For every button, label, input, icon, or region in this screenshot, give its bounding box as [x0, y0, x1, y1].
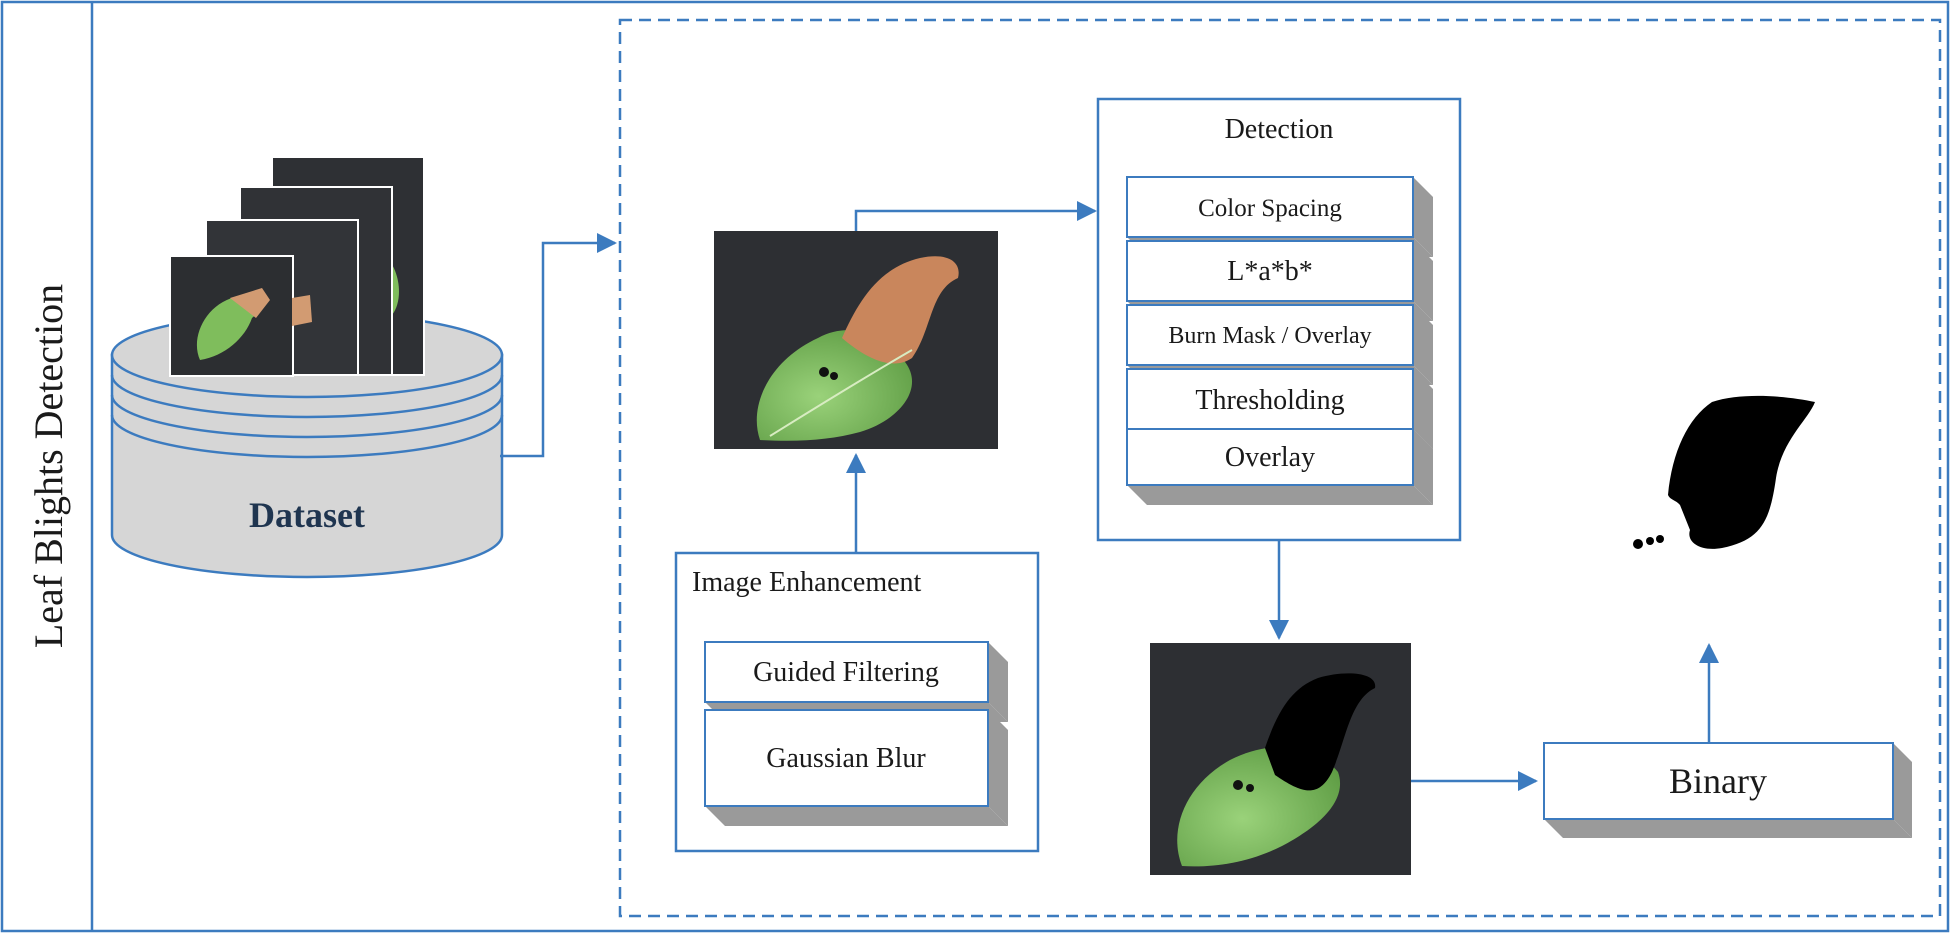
dataset-image-stack: [169, 156, 425, 377]
arrow-dataset-to-region: [500, 233, 617, 458]
svg-text:Guided Filtering: Guided Filtering: [753, 657, 939, 688]
detection-step-burn-mask: Burn Mask / Overlay: [1126, 304, 1433, 385]
svg-text:Thresholding: Thresholding: [1195, 385, 1344, 416]
binary-label: Binary: [1669, 761, 1767, 801]
svg-text:Color Spacing: Color Spacing: [1198, 195, 1342, 222]
detection-title: Detection: [1225, 114, 1334, 145]
binary-box: Binary: [1543, 742, 1912, 838]
svg-text:L*a*b*: L*a*b*: [1227, 256, 1313, 287]
processing-region: [618, 18, 1942, 918]
detection-step-overlay: Overlay: [1126, 428, 1433, 505]
svg-text:Burn Mask / Overlay: Burn Mask / Overlay: [1168, 323, 1371, 349]
enhancement-title: Image Enhancement: [692, 567, 922, 598]
masked-leaf-image: [1150, 643, 1411, 875]
svg-text:Overlay: Overlay: [1225, 442, 1315, 473]
side-title: Leaf Blights Detection: [26, 284, 71, 648]
binary-result-mask: [1633, 395, 1815, 549]
enhancement-step-gaussian-blur: Gaussian Blur: [704, 709, 1008, 826]
svg-text:Gaussian Blur: Gaussian Blur: [766, 743, 926, 774]
arrow-image-to-detection: [854, 201, 1097, 231]
dataset-label: Dataset: [249, 495, 365, 535]
input-leaf-image: [714, 231, 998, 449]
